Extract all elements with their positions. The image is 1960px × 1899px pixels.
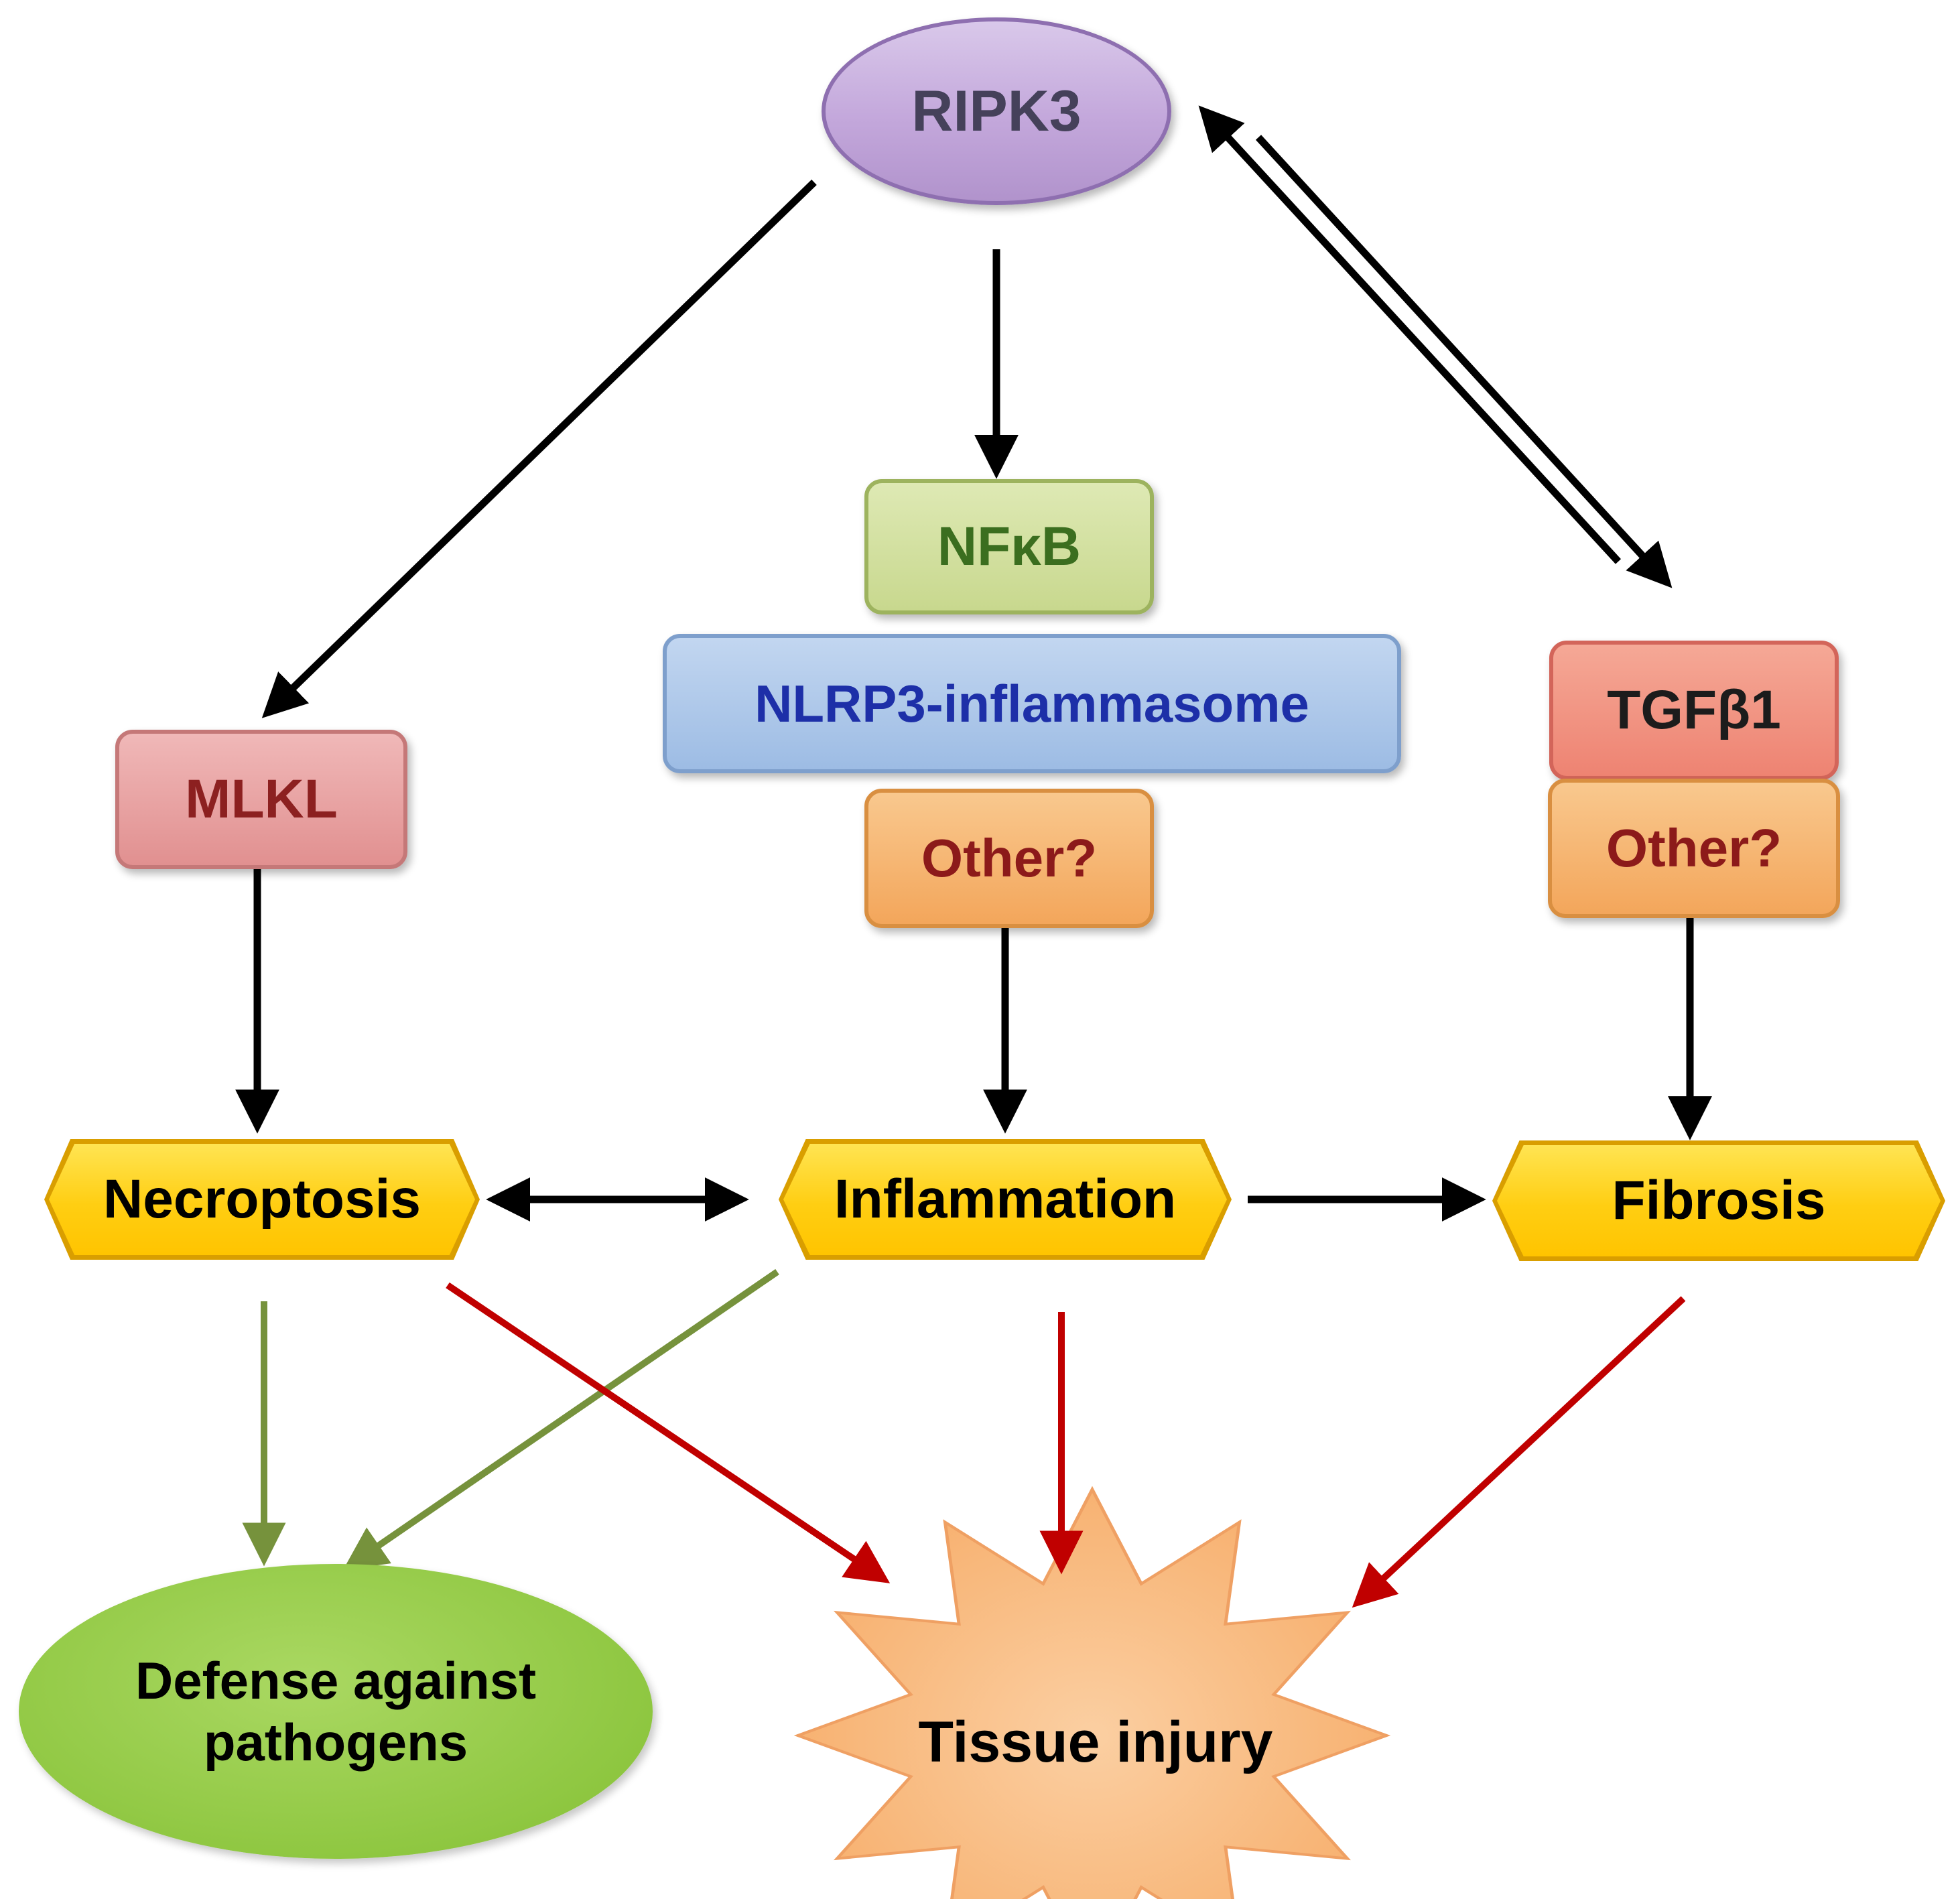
arrow-necroptosis-to-tissue-injury	[446, 1282, 891, 1583]
node-other-middle-label: Other?	[921, 828, 1098, 888]
arrow-ripk3-to-tgfb1	[1255, 135, 1673, 588]
node-necroptosis: Necroptosis	[44, 1139, 480, 1260]
node-mlkl: MLKL	[115, 730, 407, 869]
node-mlkl-label: MLKL	[185, 769, 338, 830]
node-ripk3: RIPK3	[822, 17, 1171, 205]
node-fibrosis: Fibrosis	[1492, 1140, 1945, 1261]
node-inflammation-label: Inflammation	[834, 1169, 1177, 1230]
node-nfkb-label: NFκB	[937, 516, 1082, 577]
node-nlrp3-inflammasome: NLRP3-inflammasome	[663, 634, 1401, 773]
node-fibrosis-label: Fibrosis	[1612, 1170, 1826, 1231]
node-necroptosis-label: Necroptosis	[103, 1169, 421, 1230]
node-other-right: Other?	[1548, 779, 1840, 918]
node-defense-label-line1: Defense against	[135, 1650, 537, 1710]
node-tgfb1: TGFβ1	[1549, 641, 1839, 780]
node-ripk3-label: RIPK3	[911, 78, 1082, 143]
node-defense-label-line2: pathogens	[203, 1713, 468, 1772]
arrow-inflammation-to-defense	[342, 1268, 779, 1571]
node-tissue-injury-label: Tissue injury	[854, 1702, 1337, 1782]
node-nlrp3-label: NLRP3-inflammasome	[755, 673, 1309, 733]
node-inflammation-inner: Inflammation	[783, 1144, 1227, 1255]
tissue-injury-text: Tissue injury	[918, 1709, 1273, 1774]
arrow-ripk3-to-mlkl	[261, 180, 817, 718]
arrow-fibrosis-to-tissue-injury	[1352, 1296, 1686, 1608]
node-nfkb: NFκB	[864, 479, 1154, 614]
node-other-right-label: Other?	[1606, 818, 1782, 878]
node-inflammation: Inflammation	[779, 1139, 1232, 1260]
node-other-middle: Other?	[864, 789, 1154, 928]
tissue-injury-burst	[793, 1486, 1391, 1899]
arrow-tgfb1-to-ripk3	[1198, 105, 1622, 564]
node-fibrosis-inner: Fibrosis	[1497, 1145, 1941, 1256]
node-tgfb1-label: TGFβ1	[1607, 679, 1781, 740]
node-necroptosis-inner: Necroptosis	[49, 1144, 475, 1255]
node-defense-against-pathogens: Defense against pathogens	[19, 1564, 653, 1859]
